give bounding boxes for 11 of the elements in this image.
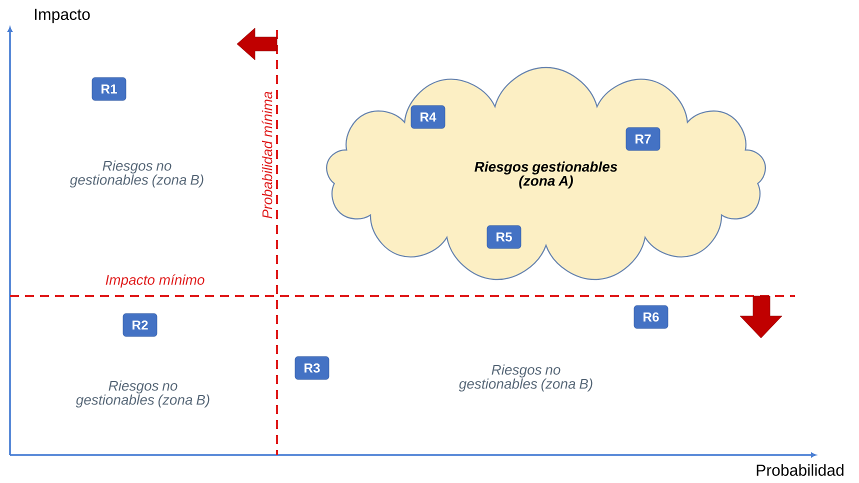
zone-label: Riesgos no gestionables (zona B) [70,160,204,188]
risk-box: R2 [122,313,158,337]
zone-label: Riesgos no gestionables (zona B) [76,380,210,408]
risk-box: R5 [486,225,522,249]
risk-box: R1 [92,77,126,101]
risk-box: R4 [410,105,446,129]
risk-box: R3 [294,356,330,380]
axis-title: Probabilidad [756,464,844,476]
risk-box: R6 [634,305,668,329]
risk-box: R7 [626,127,660,151]
threshold-label: Probabilidad mínima [260,90,274,220]
